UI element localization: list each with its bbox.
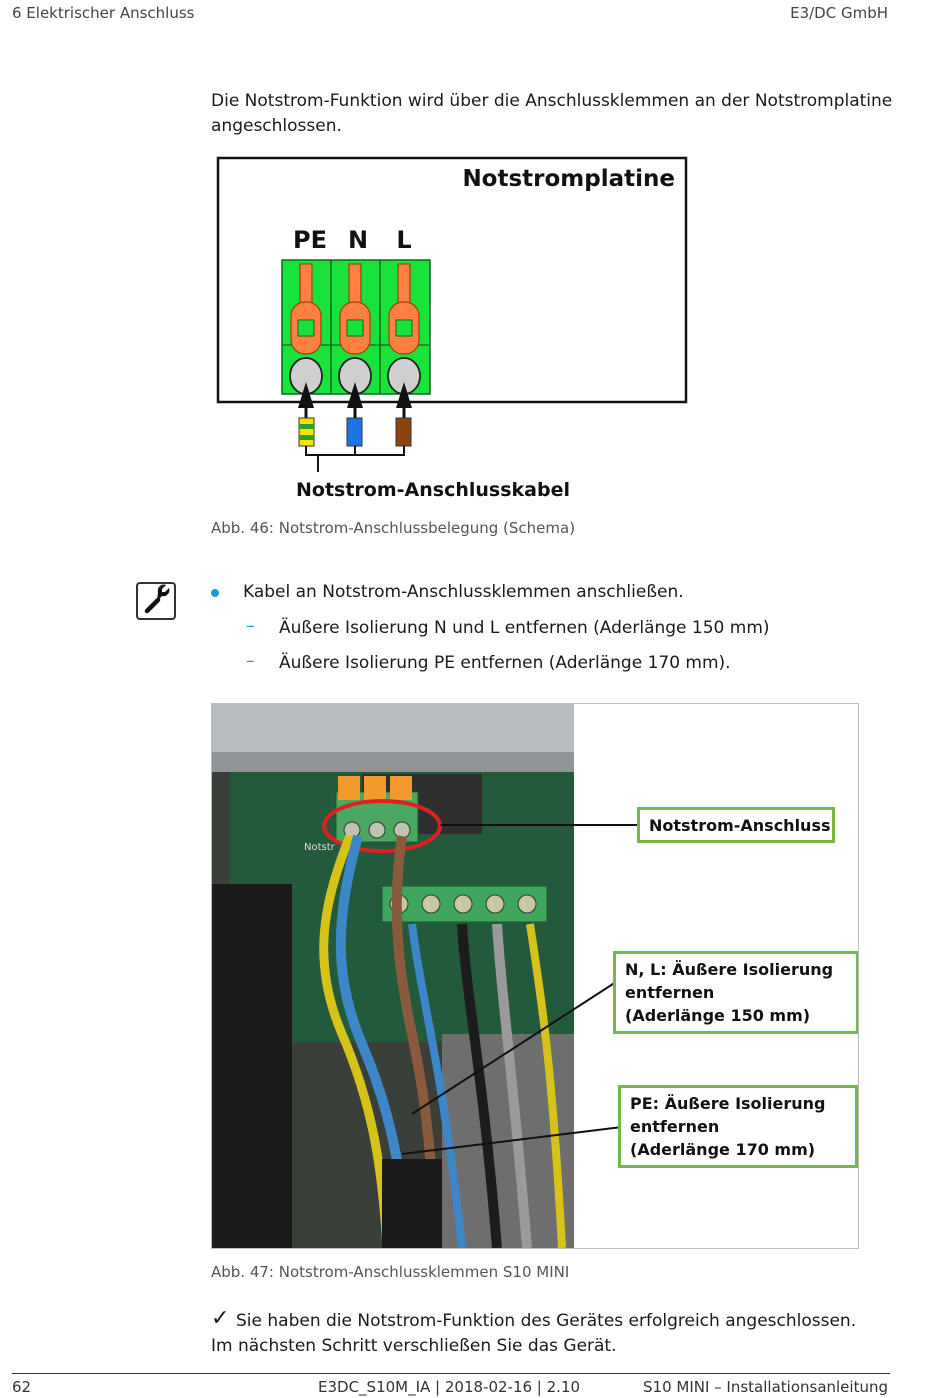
cable-bracket [305,446,405,472]
company-name: E3/DC GmbH [790,4,888,22]
wire-pe-green-yellow [298,417,315,447]
leader-pe [401,1126,623,1155]
tool-box [136,582,176,620]
callout-connector: Notstrom-Anschluss [637,807,835,843]
instruction-step: Kabel an Notstrom-Anschlussklemmen ansch… [243,582,684,602]
document-id: E3DC_S10M_IA | 2018-02-16 | 2.10 [318,1378,581,1396]
checkmark-icon: ✓ [211,1306,230,1331]
leader-nl [411,981,617,1115]
intro-line-1: Die Notstrom-Funktion wird über die Ansc… [211,91,893,111]
terminal-block [281,259,431,395]
figure-47-photo: Notstr Notstrom-Anschluss N, L: Äußere I… [211,703,859,1249]
result-line-2: Im nächsten Schritt verschließen Sie das… [211,1336,617,1356]
wrench-icon [144,584,170,614]
wire-n-blue [346,417,363,447]
photo-illustration: Notstr [212,704,637,1248]
page-number: 62 [12,1378,32,1396]
intro-line-2: angeschlossen. [211,116,342,136]
board-print: Notstr [304,842,336,853]
cable-label: Notstrom-Anschlusskabel [296,479,570,501]
terminal-label-pe: PE [293,226,327,254]
substep-2: Äußere Isolierung PE entfernen (Aderläng… [279,653,731,673]
terminal-n [338,263,372,395]
terminal-pe [289,263,323,395]
bullet-point [211,589,219,597]
document-title: S10 MINI – Installationsanleitung [643,1378,888,1396]
connection-arrows [298,382,412,418]
terminal-label-n: N [348,226,368,254]
figure-46-schematic: Notstromplatine PE N L [216,156,688,501]
wire-l-brown [395,417,412,447]
section-header: 6 Elektrischer Anschluss [12,4,195,22]
board-title: Notstromplatine [462,166,675,192]
terminal-l [387,263,421,395]
figure-46-caption: Abb. 46: Notstrom-Anschlussbelegung (Sch… [211,519,576,537]
dash-marker: – [246,616,255,636]
terminal-label-l: L [396,226,411,254]
intro-text: Die Notstrom-Funktion wird über die Ansc… [211,89,892,139]
footer-divider [12,1373,890,1374]
figure-47-caption: Abb. 47: Notstrom-Anschlussklemmen S10 M… [211,1263,570,1281]
result-line-1: Sie haben die Notstrom-Funktion des Gerä… [236,1311,857,1331]
dash-marker: – [246,651,255,671]
substep-1: Äußere Isolierung N und L entfernen (Ade… [279,618,770,638]
callout-pe-insulation: PE: Äußere Isolierung entfernen (Aderlän… [618,1085,858,1168]
callout-nl-insulation: N, L: Äußere Isolierung entfernen (Aderl… [613,951,858,1034]
